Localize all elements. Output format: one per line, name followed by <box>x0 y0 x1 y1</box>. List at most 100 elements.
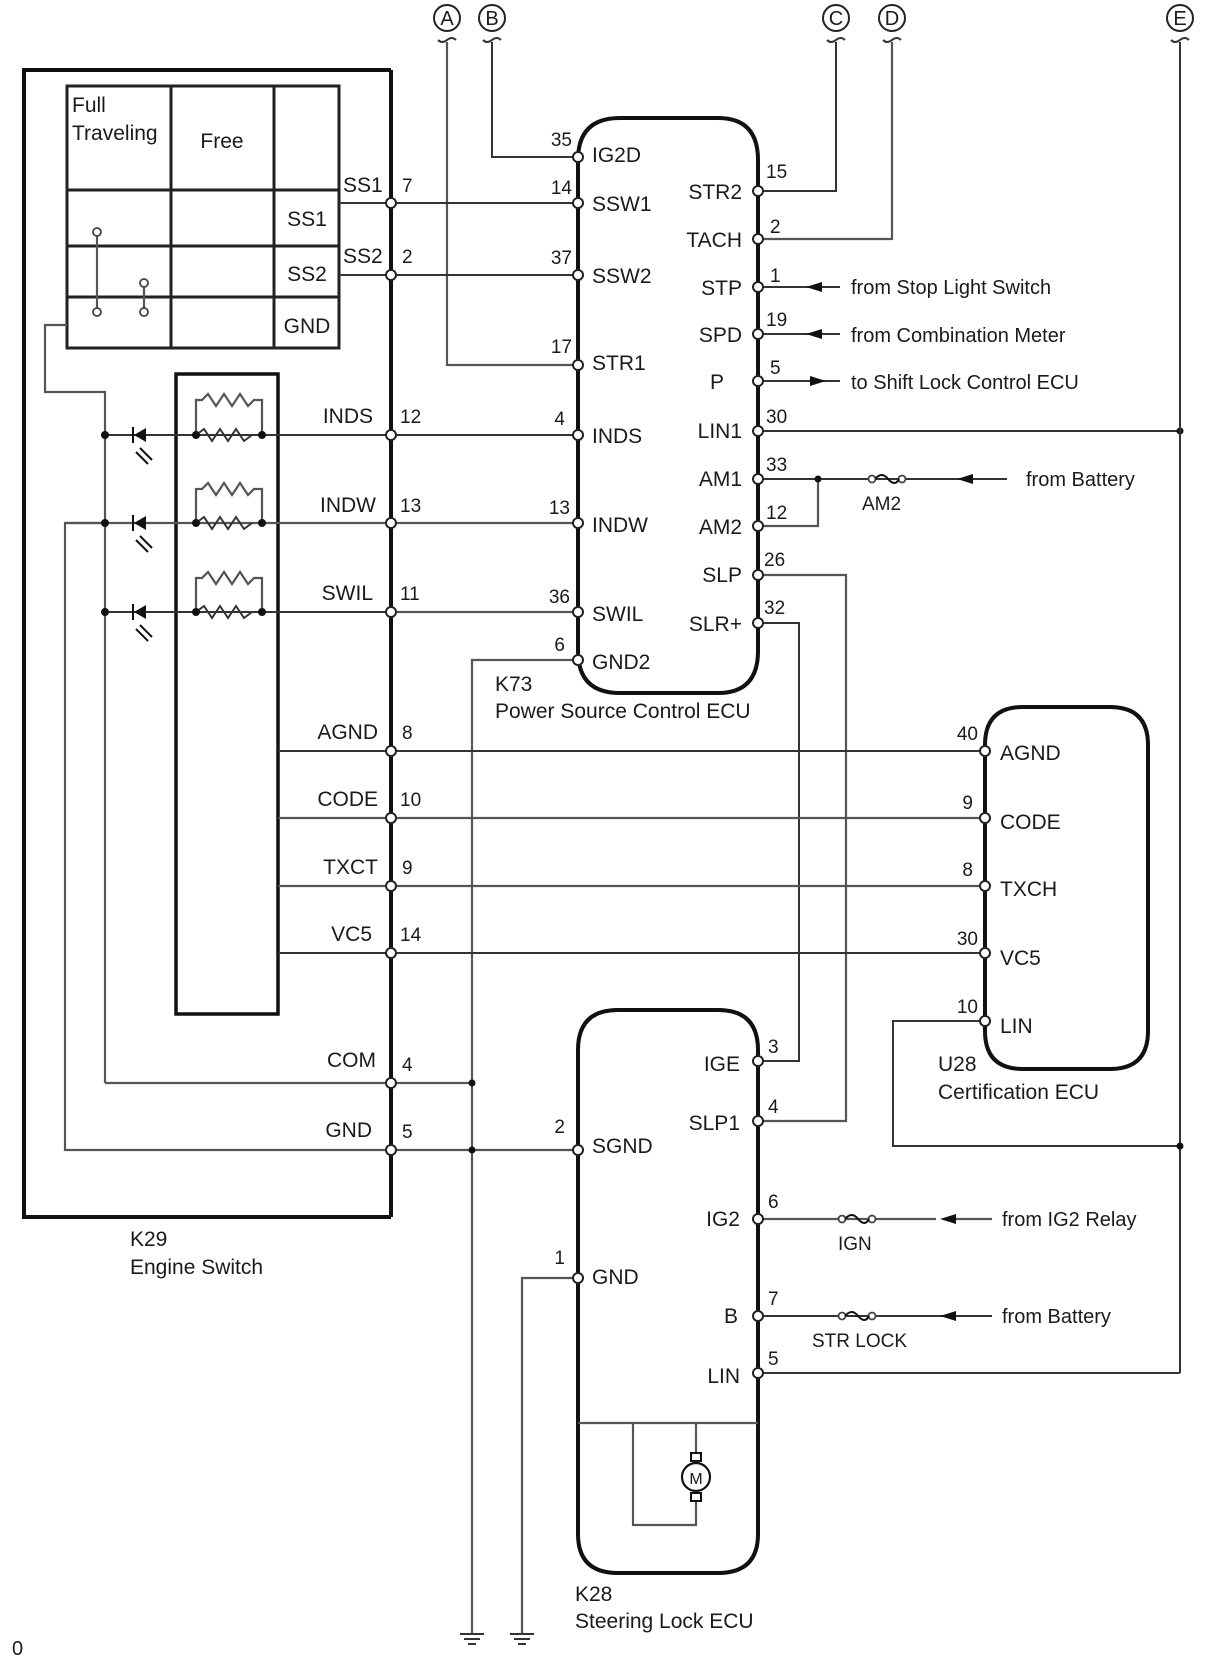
k28-pin-slp1: SLP1 <box>689 1112 740 1135</box>
k73-pin-stp: STP <box>701 277 742 300</box>
k73-num-str2: 15 <box>766 162 787 183</box>
connector-e-label: E <box>1173 8 1186 30</box>
pin-label-ss2: SS2 <box>343 245 383 268</box>
table-header-free: Free <box>200 130 243 153</box>
k73-num-ssw2: 37 <box>551 248 572 269</box>
k73-pin-inds: INDS <box>592 425 642 448</box>
k28-num-gnd: 1 <box>554 1248 565 1269</box>
wiring: from Stop Light Switch from Combination … <box>391 42 1184 1645</box>
label-k73-from-battery: from Battery <box>1026 469 1135 491</box>
pin-label-ss1: SS1 <box>343 174 383 197</box>
k73-num-slp: 26 <box>764 550 785 571</box>
pin-num-indw: 13 <box>400 496 421 517</box>
k73-pin-tach: TACH <box>686 229 742 252</box>
k28-num-sgnd: 2 <box>554 1117 565 1138</box>
k73-pin-slr-plus: SLR+ <box>689 613 742 636</box>
engine-switch-name: Engine Switch <box>130 1256 263 1279</box>
u28-code: U28 <box>938 1053 977 1076</box>
k28-pin-b: B <box>724 1305 738 1328</box>
label-k28-from-battery: from Battery <box>1002 1306 1111 1328</box>
table-header-full: Full <box>72 94 106 117</box>
engine-switch: Full Traveling Free SS1 SS2 GND SS1 SS2 <box>22 68 393 1279</box>
ground-symbol-2 <box>510 1633 534 1645</box>
k28-pin-lin: LIN <box>707 1365 740 1388</box>
indicator-swil: SWIL <box>101 570 391 642</box>
k73-num-p: 5 <box>770 358 781 379</box>
u28-num-agnd: 40 <box>957 724 978 745</box>
k73-pin-p: P <box>710 371 724 394</box>
connector-a: A <box>433 4 461 43</box>
pin-num-ss2: 2 <box>402 247 413 268</box>
terminals <box>385 151 991 1379</box>
k73-name: Power Source Control ECU <box>495 700 751 723</box>
k73-pin-swil: SWIL <box>592 603 643 626</box>
pin-label-inds: INDS <box>323 405 373 428</box>
pin-label-indw: INDW <box>320 494 376 517</box>
k28-num-ige: 3 <box>768 1037 779 1058</box>
engine-switch-pin-numbers: 7 2 12 13 11 8 10 9 14 4 5 <box>400 176 422 1143</box>
k28-pin-ige: IGE <box>704 1053 740 1076</box>
k73-pin-ssw2: SSW2 <box>592 265 652 288</box>
pin-num-inds: 12 <box>400 407 421 428</box>
connector-c: C <box>822 4 850 43</box>
table-row-gnd: GND <box>284 315 331 338</box>
connector-b-label: B <box>485 8 498 30</box>
k28-code: K28 <box>575 1583 612 1606</box>
k73-num-ssw1: 14 <box>551 178 573 199</box>
k73-num-am1: 33 <box>766 455 787 476</box>
u28-pin-lin: LIN <box>1000 1015 1033 1038</box>
k73-num-slr-plus: 32 <box>764 598 785 619</box>
k73-num-lin1: 30 <box>766 407 787 428</box>
k73-pin-lin1: LIN1 <box>698 420 742 443</box>
k73-pin-am2: AM2 <box>699 516 742 539</box>
motor: M <box>631 1423 712 1527</box>
switch-contact-full <box>92 227 102 317</box>
k73-pin-str1: STR1 <box>592 352 646 375</box>
pin-label-txct: TXCT <box>323 856 378 879</box>
table-header-traveling: Traveling <box>72 122 158 145</box>
k28-pin-sgnd: SGND <box>592 1135 653 1158</box>
k73-pin-ig2d: IG2D <box>592 144 641 167</box>
k28-pin-gnd: GND <box>592 1266 639 1289</box>
label-from-stop-light-switch: from Stop Light Switch <box>851 277 1051 299</box>
k28-num-slp1: 4 <box>768 1097 779 1118</box>
pin-num-swil: 11 <box>400 584 420 605</box>
pin-num-gnd: 5 <box>402 1122 413 1143</box>
label-to-shift-lock-control-ecu: to Shift Lock Control ECU <box>851 372 1079 394</box>
k28-num-b: 7 <box>768 1289 779 1310</box>
engine-switch-code: K29 <box>130 1228 167 1251</box>
u28-name: Certification ECU <box>938 1081 1099 1104</box>
k73-code: K73 <box>495 673 532 696</box>
connector-a-label: A <box>440 8 454 30</box>
u28-pin-code: CODE <box>1000 811 1061 834</box>
steering-lock-ecu: M SGND GND 2 1 IGE SLP1 IG2 B LIN 3 4 6 … <box>554 1008 779 1633</box>
fuse-label-am2: AM2 <box>862 494 901 515</box>
k73-num-ig2d: 35 <box>551 130 572 151</box>
pin-num-txct: 9 <box>402 858 413 879</box>
pin-label-vc5: VC5 <box>331 923 372 946</box>
fuse-ign <box>837 1214 877 1224</box>
k73-pin-gnd2: GND2 <box>592 651 650 674</box>
certification-ecu: AGND CODE TXCH VC5 LIN 40 9 8 30 10 U28 … <box>938 705 1150 1104</box>
k73-pin-spd: SPD <box>699 324 742 347</box>
label-from-combination-meter: from Combination Meter <box>851 325 1066 347</box>
pin-num-vc5: 14 <box>400 925 422 946</box>
k73-num-inds: 4 <box>554 409 565 430</box>
u28-num-txch: 8 <box>962 860 973 881</box>
k73-num-indw: 13 <box>549 498 570 519</box>
u28-num-lin: 10 <box>957 997 978 1018</box>
u28-num-vc5: 30 <box>957 929 978 950</box>
table-row-ss1: SS1 <box>287 208 327 231</box>
k28-name: Steering Lock ECU <box>575 1610 754 1633</box>
footer-mark: 0 <box>12 1638 23 1660</box>
label-from-ig2-relay: from IG2 Relay <box>1002 1209 1136 1231</box>
pin-label-code: CODE <box>317 788 378 811</box>
pin-num-com: 4 <box>402 1055 413 1076</box>
indicator-indw: INDW <box>65 481 391 553</box>
switch-contact-traveling <box>139 278 149 317</box>
pin-label-agnd: AGND <box>317 721 378 744</box>
k73-num-tach: 2 <box>770 217 781 238</box>
power-source-control-ecu: K73 Power Source Control ECU IG2D SSW1 S… <box>495 116 787 723</box>
pin-label-swil: SWIL <box>322 582 373 605</box>
